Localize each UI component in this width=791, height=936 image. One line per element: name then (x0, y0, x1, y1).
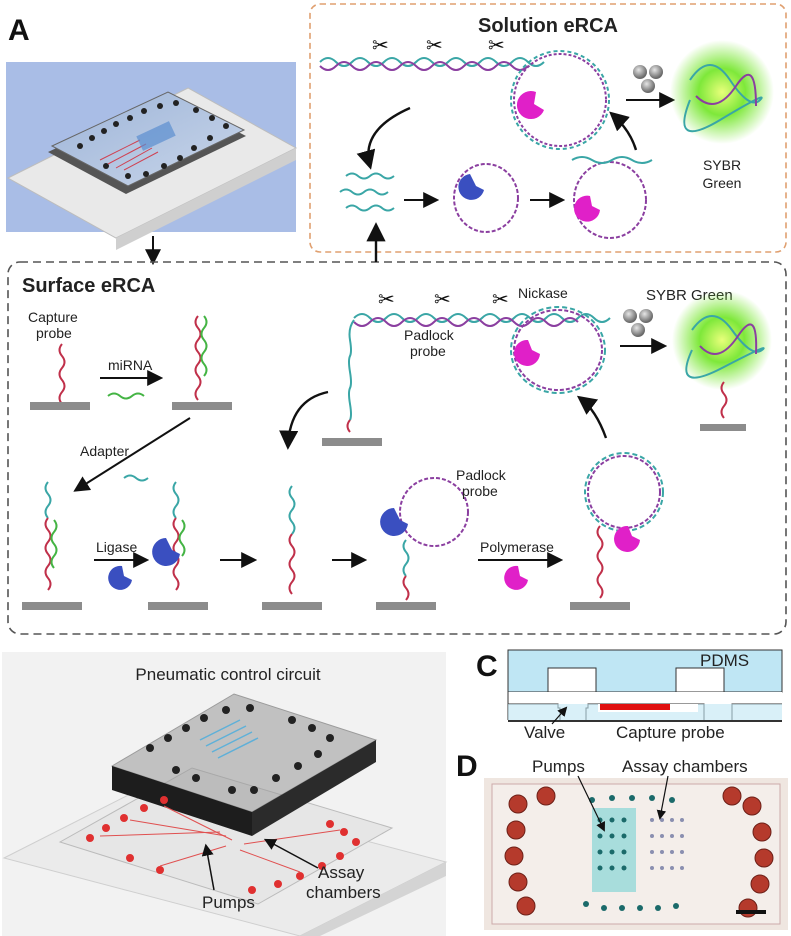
solution-dna-strand (319, 57, 545, 71)
panel-b-chip (2, 652, 448, 936)
panel-letter-c: C (476, 650, 498, 683)
ligase-icon (380, 508, 408, 536)
mirna-label: miRNA (108, 357, 153, 373)
panel-c-cross-section (507, 649, 783, 722)
ligase-icon (108, 565, 132, 590)
assay-label-b-line1: Assay (318, 863, 365, 882)
surface-stage-2 (172, 481, 186, 591)
capture-label-line2: probe (36, 325, 72, 341)
surface-bar (376, 602, 436, 610)
sybr-dye-balls (623, 309, 653, 337)
solution-erca-box (309, 3, 787, 253)
ligase-label: Ligase (96, 539, 137, 555)
solution-cycle-arrow-left (356, 106, 411, 170)
surface-bar (30, 402, 90, 410)
released-fragments (339, 172, 395, 212)
ligase-icon (458, 174, 484, 200)
pneumatic-label: Pneumatic control circuit (135, 665, 320, 684)
valve-label: Valve (524, 723, 565, 742)
pumps-label-d: Pumps (532, 757, 585, 776)
surface-stage-3 (288, 485, 296, 595)
scissors-icon: ✂ ✂ ✂ (378, 289, 509, 311)
surface-bar (570, 602, 630, 610)
solution-erca-title: Solution eRCA (478, 15, 618, 37)
adapter-label: Adapter (80, 443, 129, 459)
sybr-label-line1: SYBR (703, 157, 741, 173)
panel-letter-a: A (8, 14, 30, 47)
pdms-label: PDMS (700, 651, 749, 670)
surface-erca-box (7, 261, 787, 635)
adapter-strand (123, 474, 149, 482)
mirna-strand (107, 392, 145, 400)
surface-circle-top (510, 306, 606, 394)
polymerase-icon (504, 565, 528, 590)
assay-label-d: Assay chambers (622, 757, 748, 776)
solution-cycle-arrow-right (609, 111, 638, 151)
polymerase-icon (516, 91, 544, 120)
ligase-icon (152, 538, 180, 566)
surface-cycle-arrow-left (279, 390, 329, 450)
panel-d-photo (484, 778, 788, 930)
capture-strand (58, 343, 66, 405)
sybr-glow-cluster (670, 40, 774, 144)
polymerase-icon (614, 525, 640, 552)
padlock-top-line1: Padlock (404, 327, 455, 343)
padlock-top-line2: probe (410, 343, 446, 359)
scissors-icon: ✂ ✂ ✂ (372, 35, 505, 57)
polymerase-icon (514, 339, 540, 366)
surface-erca-title: Surface eRCA (22, 275, 155, 297)
surface-bar (262, 602, 322, 610)
surface-bar (22, 602, 82, 610)
svg-text:✂: ✂ (426, 35, 443, 57)
padlock-label-line1: Padlock (456, 467, 507, 483)
sybr-glow-cluster (672, 290, 772, 419)
surface-long-strand (346, 313, 611, 433)
sybr-label-line2: Green (703, 175, 742, 191)
surface-stage-5 (584, 452, 664, 599)
padlock-circle-solution (453, 163, 519, 233)
surface-stage-1 (44, 481, 58, 591)
padlock-label-line2: probe (462, 483, 498, 499)
solution-circle-bottom (571, 156, 653, 239)
solution-circle-top (510, 50, 610, 150)
polymerase-label: Polymerase (480, 539, 554, 555)
assay-arrow-d (656, 775, 669, 820)
panel-letter-d: D (456, 750, 478, 783)
surface-bar (148, 602, 208, 610)
svg-text:✂: ✂ (488, 35, 505, 57)
chip-illustration-a (6, 62, 298, 250)
svg-text:✂: ✂ (378, 289, 395, 311)
svg-text:✂: ✂ (434, 289, 451, 311)
assay-label-b-line2: chambers (306, 883, 381, 902)
hybrid-red (194, 315, 202, 401)
svg-text:✂: ✂ (492, 289, 509, 311)
surface-bar (322, 438, 382, 446)
surface-bar (700, 424, 746, 431)
valve-arrow (551, 706, 568, 725)
pumps-arrow-d (577, 775, 605, 832)
hybrid-green (200, 315, 208, 377)
pumps-arrow-b (201, 843, 215, 891)
capture-label-line1: Capture (28, 309, 78, 325)
polymerase-icon (574, 195, 600, 222)
surface-cycle-arrow-right (576, 395, 608, 439)
svg-text:✂: ✂ (372, 35, 389, 57)
pumps-label-b: Pumps (202, 893, 255, 912)
assay-arrow-b (263, 838, 319, 869)
surface-stage-4 (399, 477, 469, 601)
capture-label-c: Capture probe (616, 723, 725, 742)
adapter-arrow (73, 417, 191, 492)
sybr-dye-balls (633, 65, 663, 93)
surface-bar (172, 402, 232, 410)
nickase-label: Nickase (518, 285, 568, 301)
